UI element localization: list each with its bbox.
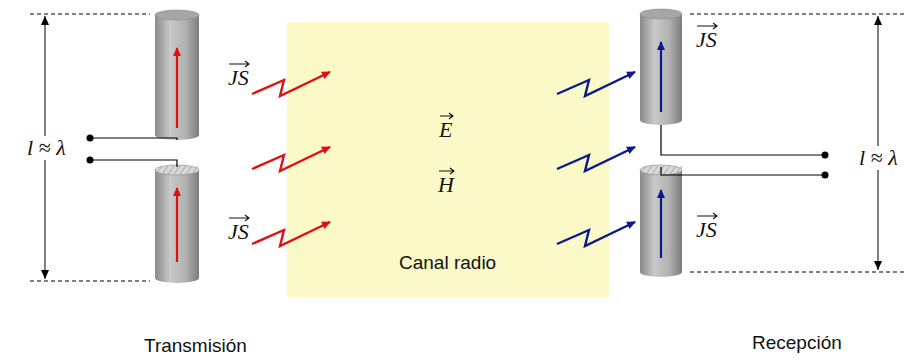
feed-wire bbox=[661, 125, 825, 155]
current-arrow bbox=[660, 190, 662, 258]
dipole-arm-upper bbox=[155, 10, 199, 140]
cylinder-body bbox=[155, 170, 199, 278]
vector-arrow bbox=[696, 22, 719, 30]
radio-wave bbox=[252, 222, 330, 246]
terminal bbox=[87, 135, 94, 142]
field-vector-wrap: E bbox=[439, 119, 452, 141]
hatch-stroke bbox=[162, 166, 168, 174]
current-label-wrap: JS bbox=[228, 67, 249, 89]
vector-arrow-stroke bbox=[229, 215, 249, 221]
hatch-stroke bbox=[676, 166, 682, 174]
dimension-extension bbox=[30, 281, 150, 282]
dipole-arm-lower bbox=[155, 165, 199, 283]
vector-arrow bbox=[438, 167, 456, 175]
feed-wire bbox=[90, 160, 177, 167]
hatch-stroke bbox=[646, 166, 652, 174]
dimension-extension bbox=[690, 272, 905, 273]
vector-arrow-stroke bbox=[697, 213, 717, 219]
current-label: JS bbox=[228, 65, 249, 90]
current-label: JS bbox=[696, 217, 717, 242]
cylinder-body bbox=[640, 170, 682, 272]
vector-arrow-stroke bbox=[440, 113, 453, 119]
cylinder-body bbox=[155, 15, 199, 135]
vector-arrow-stroke bbox=[229, 61, 249, 67]
hatch-stroke bbox=[192, 166, 198, 174]
vector-arrow bbox=[228, 60, 251, 68]
cylinder-body bbox=[640, 14, 682, 120]
current-label-wrap: JS bbox=[228, 221, 249, 243]
hatch-stroke bbox=[174, 166, 180, 174]
vector-arrow bbox=[228, 214, 251, 222]
dipole-arm-lower bbox=[640, 165, 682, 277]
cylinder-bottom bbox=[155, 273, 199, 283]
hatch-stroke bbox=[180, 166, 186, 174]
caption-label: Transmisión bbox=[144, 336, 247, 355]
feed-wire bbox=[661, 167, 825, 175]
radio-wave bbox=[252, 72, 330, 96]
vector-arrow bbox=[696, 212, 719, 220]
dimension-extension bbox=[30, 14, 150, 15]
hatch-stroke bbox=[640, 166, 646, 174]
current-label: JS bbox=[696, 27, 717, 52]
channel-label: Canal radio bbox=[399, 253, 496, 272]
hatch-stroke bbox=[186, 166, 192, 174]
current-arrow bbox=[176, 188, 178, 262]
radio-wave bbox=[557, 72, 635, 96]
hatch-stroke bbox=[168, 166, 174, 174]
radio-wave bbox=[252, 147, 330, 171]
cylinder-bottom bbox=[640, 267, 682, 277]
current-label-wrap: JS bbox=[696, 29, 717, 51]
hatch-stroke bbox=[652, 166, 658, 174]
hatch-stroke bbox=[664, 166, 670, 174]
radio-wave bbox=[557, 147, 635, 171]
current-label-wrap: JS bbox=[696, 219, 717, 241]
field-vector: E bbox=[439, 117, 452, 142]
dimension-arrow bbox=[878, 16, 879, 270]
feed-wire bbox=[90, 138, 177, 140]
dimension-extension bbox=[690, 14, 905, 15]
current-arrow bbox=[176, 48, 178, 128]
current-label: JS bbox=[228, 219, 249, 244]
vector-arrow-stroke bbox=[439, 168, 454, 174]
cylinder-top bbox=[640, 9, 682, 19]
dimension-label: l ≈ λ bbox=[856, 146, 901, 170]
channel-box: E H Canal radio bbox=[287, 22, 609, 297]
vector-arrow-stroke bbox=[697, 23, 717, 29]
dimension-label: l ≈ λ bbox=[24, 136, 69, 160]
current-arrow bbox=[660, 42, 662, 112]
cylinder-bottom bbox=[640, 115, 682, 125]
terminal bbox=[87, 157, 94, 164]
radio-wave bbox=[557, 222, 635, 246]
vector-arrow bbox=[439, 112, 455, 120]
hatch-stroke bbox=[156, 166, 162, 174]
field-vector-wrap: H bbox=[438, 174, 454, 196]
dipole-arm-upper bbox=[640, 9, 682, 125]
field-vector: H bbox=[438, 172, 454, 197]
terminal bbox=[822, 152, 829, 159]
caption-label: Recepción bbox=[752, 333, 842, 352]
cylinder-top bbox=[155, 10, 199, 20]
terminal bbox=[822, 172, 829, 179]
hatch-stroke bbox=[670, 166, 676, 174]
